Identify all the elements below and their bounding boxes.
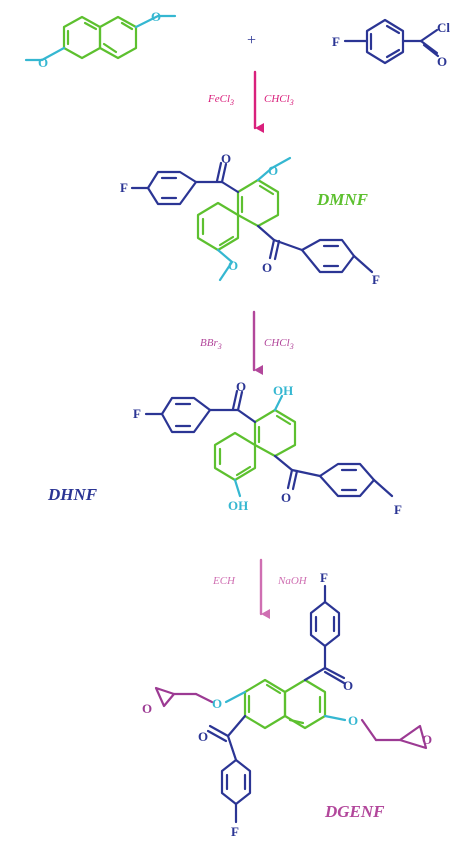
carbonyl-oxygen: O — [437, 54, 447, 69]
dgenf-upper-fluorobenzoyl — [303, 584, 346, 685]
dgenf-glycidyl-left — [154, 686, 214, 708]
dgenf-glycidyl-right — [360, 718, 428, 750]
dmnf-methoxy — [216, 156, 292, 282]
dmnf-lower-fluorobenzoyl — [256, 224, 374, 274]
dmnf-upper-carbonyl-o: O — [221, 151, 231, 166]
step3-reagent-ech: ECH — [212, 575, 236, 587]
compound-dgenf: O O O O O F — [142, 570, 432, 839]
reactant-dimethoxynaphthalene: O O — [24, 9, 177, 70]
dmnf-methoxy-o-bottom: O — [228, 258, 238, 273]
dhnf-lower-fluorobenzoyl — [273, 454, 394, 498]
dgenf-ether-o-right: O — [348, 713, 358, 728]
dgenf-epoxide-o-right: O — [422, 732, 432, 747]
dmnf-naphthalene — [196, 178, 280, 252]
step1-reagent-chcl3: CHCl3 — [264, 93, 294, 107]
compound-dmnf: O O O F O F — [120, 151, 380, 287]
dhnf-upper-fluorobenzoyl — [144, 389, 257, 434]
dmnf-upper-fluorobenzoyl — [130, 161, 240, 206]
dmnf-methoxy-o-top: O — [268, 163, 278, 178]
label-dgenf: DGENF — [324, 802, 385, 821]
step3-reagent-naoh: NaOH — [277, 575, 308, 587]
step2-reagent-chcl3: CHCl3 — [264, 337, 294, 351]
chlorine-atom: Cl — [437, 20, 450, 35]
step1-reagent-fecl3: FeCl3 — [207, 93, 234, 107]
dgenf-ether-o-left: O — [212, 696, 222, 711]
dhnf-naphthalene — [213, 408, 297, 482]
label-dhnf: DHNF — [47, 485, 98, 504]
dgenf-lower-fluorine: F — [231, 824, 239, 839]
dhnf-lower-fluorine: F — [394, 502, 402, 517]
naphthalene-ring — [62, 15, 138, 60]
plus-sign: + — [247, 32, 256, 49]
dhnf-hydroxyl-bottom: OH — [228, 498, 248, 513]
methoxy-oxygen-top: O — [151, 9, 161, 24]
methoxy-groups — [24, 14, 177, 62]
methoxy-oxygen-bottom: O — [38, 55, 48, 70]
dhnf-hydroxyl-bonds — [233, 394, 284, 498]
dhnf-upper-fluorine: F — [133, 406, 141, 421]
label-dmnf: DMNF — [316, 190, 369, 209]
dgenf-upper-fluorine: F — [320, 570, 328, 585]
dgenf-upper-carbonyl-o: O — [343, 678, 353, 693]
reactant-fluorobenzoyl-chloride: F Cl O — [332, 18, 450, 69]
compound-dhnf: OH OH O F O F — [133, 379, 402, 517]
dmnf-upper-fluorine: F — [120, 180, 128, 195]
dmnf-lower-fluorine: F — [372, 272, 380, 287]
dgenf-epoxide-o-left: O — [142, 701, 152, 716]
dhnf-hydroxyl-top: OH — [273, 383, 293, 398]
dhnf-upper-carbonyl-o: O — [236, 379, 246, 394]
dmnf-lower-carbonyl-o: O — [262, 260, 272, 275]
dgenf-lower-carbonyl-o: O — [198, 729, 208, 744]
dgenf-lower-fluorobenzoyl — [206, 714, 252, 824]
fluorine-atom: F — [332, 34, 340, 49]
dhnf-lower-carbonyl-o: O — [281, 490, 291, 505]
dgenf-ether-bonds — [224, 690, 347, 722]
dgenf-naphthalene — [243, 678, 327, 730]
step2-reagent-bbr3: BBr3 — [200, 337, 222, 351]
